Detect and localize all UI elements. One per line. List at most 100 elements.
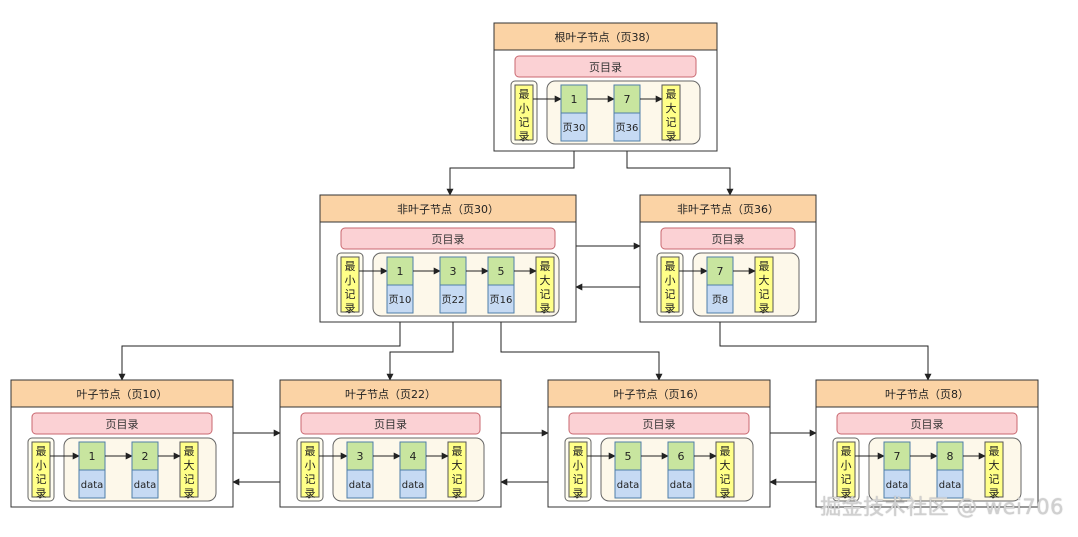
record-pointer: data [886, 480, 909, 491]
page-directory [340, 227, 556, 250]
record-pointer-cell [386, 284, 414, 314]
record-key-cell [346, 441, 374, 471]
record-key: 3 [450, 265, 457, 278]
record-key: 7 [624, 93, 631, 106]
max-record-char: 最 [452, 445, 463, 458]
min-record-char: 记 [36, 473, 47, 486]
record-key-cell [613, 84, 641, 114]
record-key: 2 [142, 450, 149, 463]
record-pointer: 页30 [563, 122, 586, 134]
min-record-char: 最 [841, 445, 852, 458]
record-pointer: 页10 [389, 294, 412, 306]
page-directory [31, 412, 213, 435]
record-pointer-cell [936, 469, 964, 499]
record-pointer-cell [706, 284, 734, 314]
page-header [10, 379, 234, 408]
record-key-cell [487, 256, 515, 286]
max-record-char: 最 [666, 88, 677, 101]
max-record-char: 录 [989, 487, 1000, 500]
link-page30-to-page22 [386, 313, 454, 381]
record-key-cell [614, 441, 642, 471]
record-pointer-cell [614, 469, 642, 499]
page-directory-label: 页目录 [712, 233, 745, 246]
min-record-char: 最 [36, 445, 47, 458]
min-record-char: 记 [519, 116, 530, 129]
record-key: 7 [894, 450, 901, 463]
min-record-char: 记 [665, 288, 676, 301]
page-header [493, 22, 718, 51]
min-record-char: 最 [305, 445, 316, 458]
min-record-char: 记 [305, 473, 316, 486]
record-pointer-cell [613, 112, 641, 142]
record-pointer: 页22 [442, 294, 465, 306]
max-record-char: 大 [666, 101, 677, 115]
record-pointer: data [349, 480, 372, 491]
max-record-char: 记 [184, 473, 195, 486]
record-key: 1 [571, 93, 578, 106]
page-directory [514, 55, 697, 78]
record-pointer-cell [439, 284, 467, 314]
page-directory-label: 页目录 [106, 418, 139, 431]
page-directory-label: 页目录 [374, 418, 407, 431]
min-record [660, 256, 680, 313]
record-key: 7 [717, 265, 724, 278]
record-pointer: data [617, 480, 640, 491]
max-record-char: 录 [452, 487, 463, 500]
min-record [31, 441, 51, 498]
max-record [715, 441, 735, 498]
record-pointer: 页8 [712, 294, 728, 306]
page-title: 叶子节点（页16） [614, 388, 705, 401]
page-directory [300, 412, 481, 435]
page-directory-label: 页目录 [432, 233, 465, 246]
record-key-cell [439, 256, 467, 286]
record-key-cell [936, 441, 964, 471]
min-record-char: 小 [519, 102, 530, 115]
min-record [836, 441, 856, 498]
record-pointer-cell [487, 284, 515, 314]
min-record-char: 最 [519, 88, 530, 101]
record-pointer-cell [883, 469, 911, 499]
watermark: 掘金技术社区 @ wei706 [820, 495, 1064, 519]
max-record [984, 441, 1004, 498]
max-record-char: 录 [666, 130, 677, 143]
record-pointer: data [81, 480, 104, 491]
record-key-cell [667, 441, 695, 471]
max-record [179, 441, 199, 498]
page-title: 叶子节点（页8） [885, 388, 969, 401]
max-record-char: 记 [720, 473, 731, 486]
record-pointer-cell [560, 112, 588, 142]
record-pointer: data [670, 480, 693, 491]
max-record [661, 84, 681, 141]
link-root-to-page30 [446, 141, 575, 196]
record-pointer-cell [131, 469, 159, 499]
max-record-char: 大 [184, 458, 195, 472]
min-record-char: 最 [573, 445, 584, 458]
record-key: 1 [89, 450, 96, 463]
max-record [447, 441, 467, 498]
max-record-char: 记 [666, 116, 677, 129]
link-page30-to-page16 [500, 313, 663, 381]
page-header [815, 379, 1039, 408]
link-page36-to-page8 [719, 313, 932, 381]
record-pointer: 页36 [616, 122, 639, 134]
max-record [754, 256, 774, 313]
record-pointer: data [134, 480, 157, 491]
record-pointer-cell [78, 469, 106, 499]
record-key: 6 [678, 450, 685, 463]
max-record-char: 记 [759, 288, 770, 301]
link-page30-to-page10 [118, 313, 401, 381]
max-record-char: 最 [540, 260, 551, 273]
min-record-char: 最 [665, 260, 676, 273]
page-directory [660, 227, 796, 250]
max-record-char: 最 [989, 445, 1000, 458]
min-record-char: 小 [345, 274, 356, 287]
page-directory-label: 页目录 [643, 418, 676, 431]
min-record-char: 录 [573, 487, 584, 500]
